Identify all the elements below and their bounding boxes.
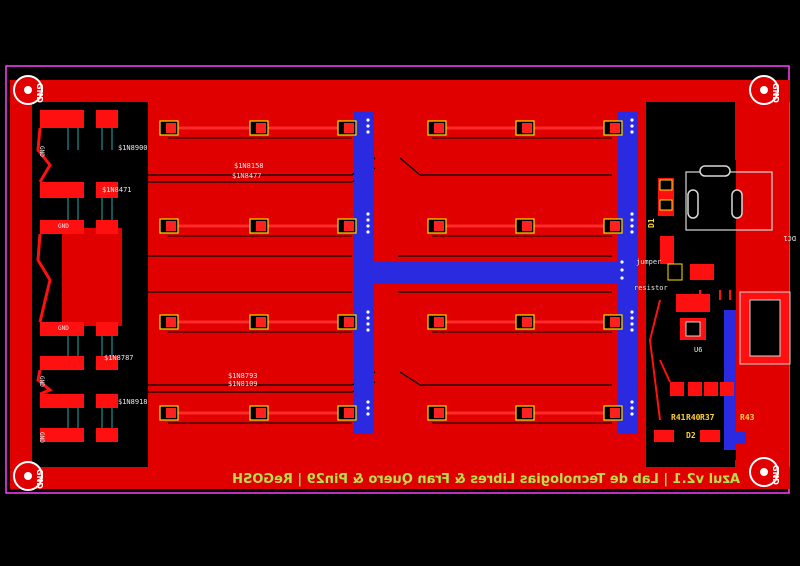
net-label-4: $1N8477	[232, 172, 262, 180]
gnd-side-5: GND	[38, 432, 45, 443]
label-r41: R41	[671, 413, 686, 422]
left-components	[36, 110, 118, 442]
net-label-5: $1N8787	[104, 354, 134, 362]
copper-frame-top	[10, 80, 790, 102]
gnd-side-4: GND	[38, 376, 45, 387]
gnd-side-2: GND	[58, 223, 69, 230]
label-jumper: jumper	[636, 258, 661, 266]
net-label-8: $1N8918	[118, 398, 148, 406]
label-dc1: DC1	[783, 234, 796, 242]
gnd-side-3: GND	[58, 325, 69, 332]
copper-frame-left	[10, 80, 32, 488]
board-title: Azul v2.1 | Lab de Tecnologias Libres & …	[232, 472, 740, 487]
bottom-layer-buses	[354, 112, 736, 450]
gnd-label-tr: GND	[771, 83, 780, 103]
label-r40: R40	[686, 413, 701, 422]
gnd-side-1: GND	[38, 146, 45, 157]
label-u6: U6	[694, 346, 702, 354]
net-label-2: $1N8471	[102, 186, 132, 194]
right-components	[648, 165, 791, 444]
net-label-7: $1N8109	[228, 380, 258, 388]
copper-frame-bottom	[10, 467, 790, 489]
gnd-label-br: GND	[771, 465, 780, 485]
bus-vias	[366, 118, 634, 416]
heater-pads	[159, 120, 623, 421]
label-resistor: resistor	[634, 284, 668, 292]
label-r37: R37	[700, 413, 715, 422]
gnd-label-tl: GND	[35, 83, 44, 103]
net-label-3: $1N8158	[234, 162, 264, 170]
label-d1: D1	[647, 218, 656, 228]
left-copper-strip	[62, 228, 122, 326]
net-label-1: $1N8900	[118, 144, 148, 152]
net-label-6: $1N8793	[228, 372, 258, 380]
copper-frame-right	[735, 80, 789, 488]
gnd-label-bl: GND	[35, 469, 44, 489]
label-d2: D2	[686, 431, 696, 440]
label-r43: R43	[740, 413, 755, 422]
mounting-holes	[13, 75, 779, 491]
